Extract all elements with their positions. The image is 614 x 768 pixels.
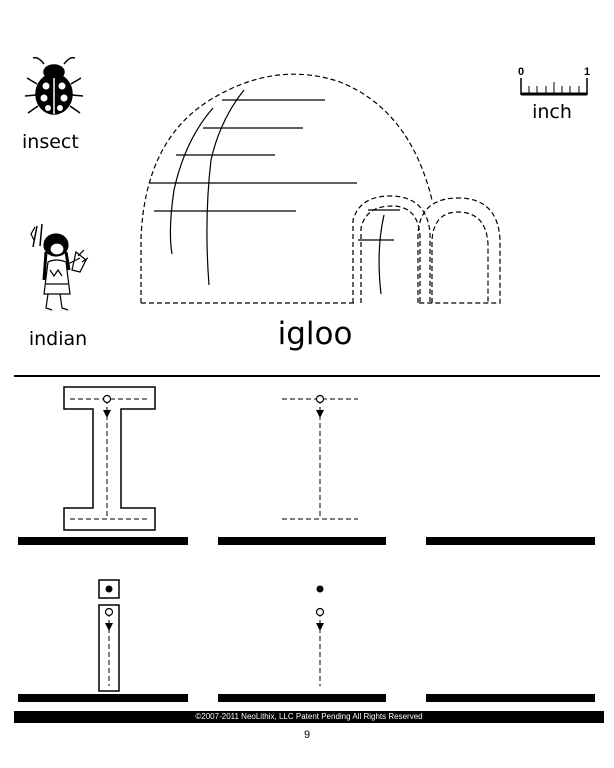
insect-label: insect: [22, 131, 79, 153]
page-number: 9: [303, 729, 311, 741]
uppercase-letter-outline: [63, 386, 156, 531]
ruler-start-label: 0: [518, 66, 524, 78]
indian-girl-icon: [30, 223, 89, 311]
main-word: igloo: [277, 316, 353, 352]
lowercase-letter-trace: [315, 585, 325, 686]
baseline-row1-col1: [18, 537, 188, 545]
ruler-icon: [520, 78, 588, 96]
baseline-row2-col1: [18, 694, 188, 702]
baselines: [18, 537, 595, 702]
ladybug-icon: [24, 56, 84, 115]
inch-label: inch: [532, 101, 572, 123]
baseline-row1-col2: [218, 537, 386, 545]
baseline-row2-col2: [218, 694, 386, 702]
indian-label: indian: [28, 328, 88, 350]
ruler-end-label: 1: [584, 66, 590, 78]
igloo-illustration: [140, 73, 501, 304]
baseline-row1-col3: [426, 537, 595, 545]
lowercase-letter-outline: [98, 579, 120, 692]
footer-bar: [14, 711, 604, 723]
baseline-row2-col3: [426, 694, 595, 702]
uppercase-letter-trace: [282, 394, 358, 520]
copyright-text: ©2007-2011 NeoLithix, LLC Patent Pending…: [195, 712, 423, 721]
